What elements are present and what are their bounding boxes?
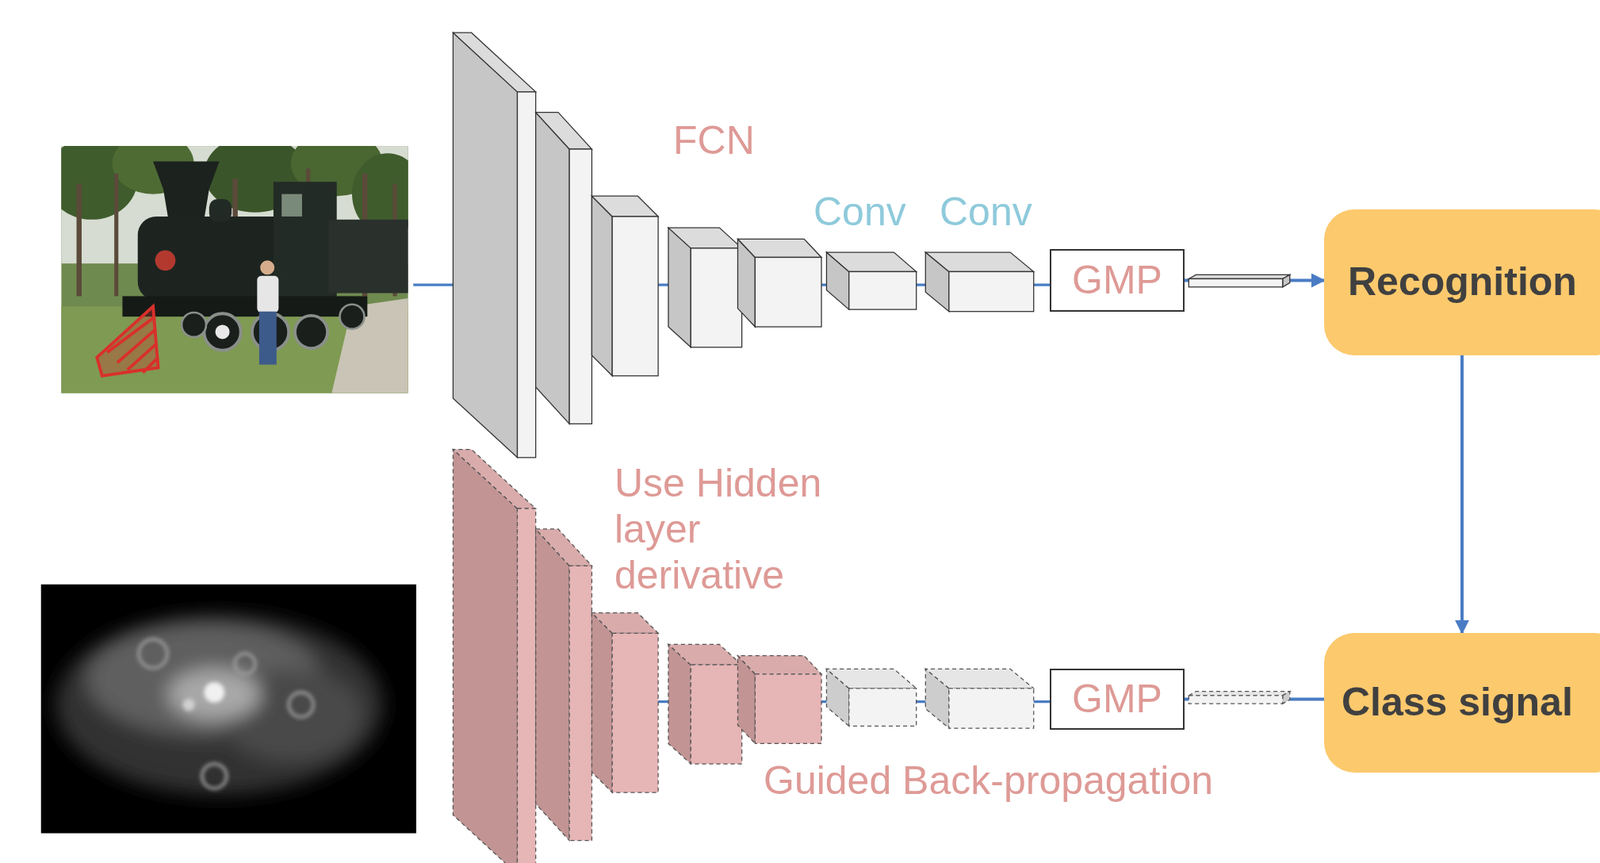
feature-vector <box>1188 691 1290 704</box>
pooling-box: GMP <box>1049 248 1185 312</box>
layer-block <box>826 252 916 310</box>
layer-block <box>925 668 1034 728</box>
cow-catcher <box>96 306 158 376</box>
photo-path <box>331 298 409 394</box>
stage-box: Class signal <box>1324 632 1600 773</box>
node-text: GMP <box>1071 257 1163 304</box>
layer-block <box>668 643 743 764</box>
layer-block <box>452 32 536 458</box>
feature-vector <box>1188 274 1290 287</box>
layer-block <box>925 252 1034 312</box>
stage-box: Recognition <box>1324 209 1600 356</box>
node-text: Class signal <box>1341 679 1574 726</box>
flow-arrow <box>1460 355 1464 633</box>
node-text: Recognition <box>1347 259 1578 306</box>
saliency-ground <box>40 583 417 833</box>
layer-block <box>535 112 593 425</box>
layer-label: Conv <box>813 189 907 236</box>
train-photo <box>61 145 409 394</box>
layer-block <box>452 449 536 863</box>
layer-block <box>668 227 743 348</box>
saliency-blob <box>56 614 383 795</box>
saliency-map <box>40 583 417 833</box>
layer-block <box>591 612 659 793</box>
backward-network <box>452 449 1290 863</box>
layer-block <box>737 655 822 744</box>
annotation-label: Use Hidden layer derivative <box>614 459 853 598</box>
saliency-details <box>138 639 314 789</box>
layer-block <box>591 195 659 376</box>
layer-block <box>737 238 822 327</box>
method-label: Guided Back-propagation <box>763 757 1214 804</box>
layer-label: Conv <box>939 189 1033 236</box>
layer-block <box>535 528 593 841</box>
pooling-box: GMP <box>1049 668 1185 730</box>
layer-block <box>826 668 916 726</box>
person <box>256 260 279 364</box>
network-label: FCN <box>673 118 755 165</box>
forward-network <box>452 32 1290 458</box>
node-text: GMP <box>1071 676 1163 723</box>
